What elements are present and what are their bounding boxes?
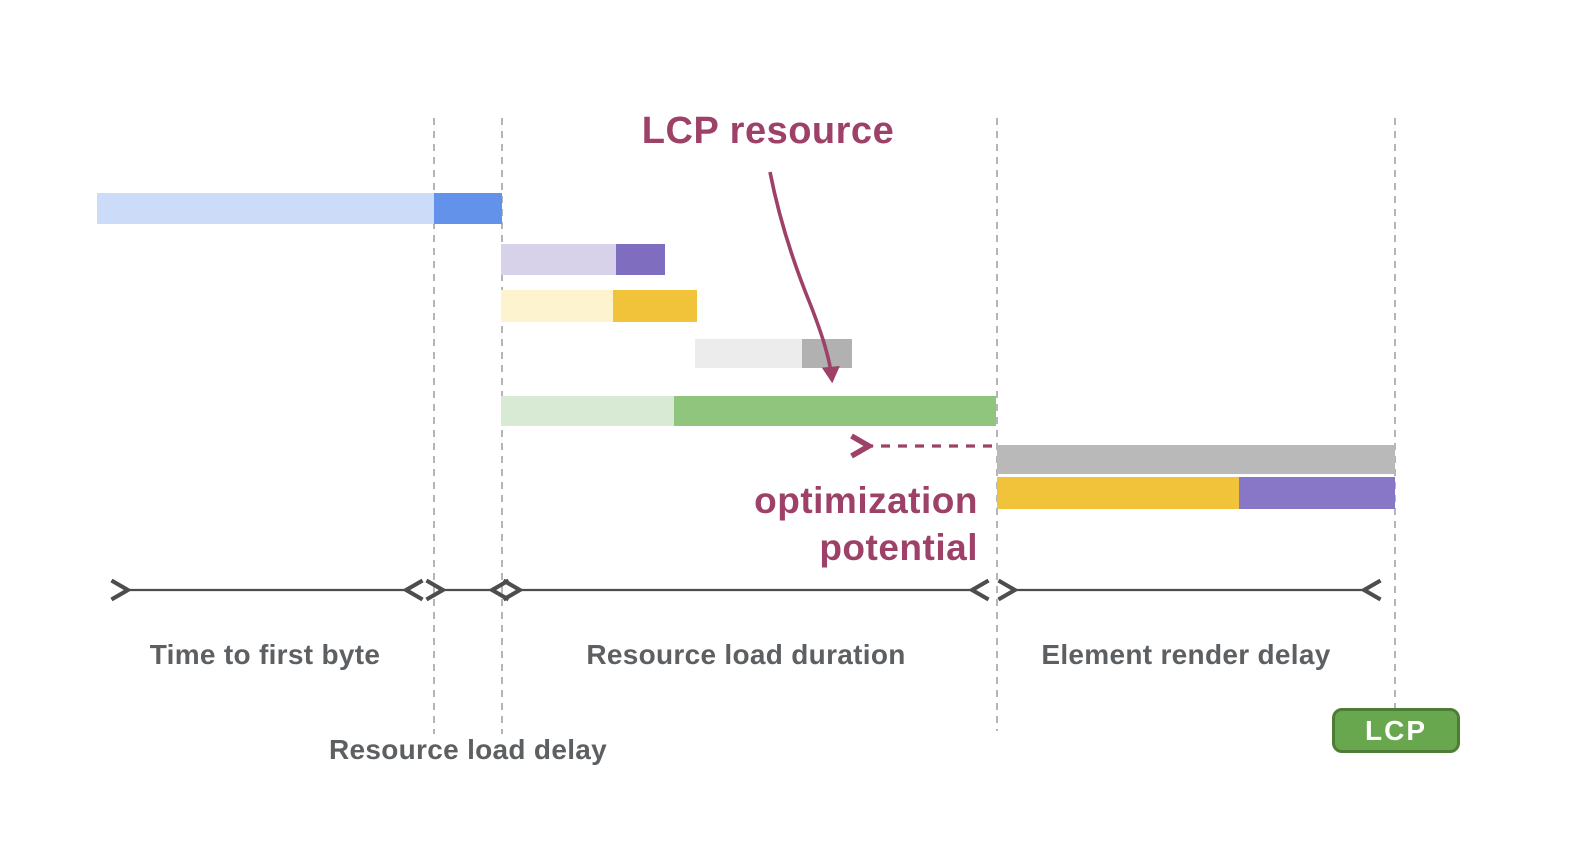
document-request-segment-ttfb-light: [97, 193, 434, 224]
render-track-segment-render-gray: [997, 445, 1395, 474]
resource-purple-segment-purple-dark: [616, 244, 665, 275]
resource-gray-segment-gray-dark: [802, 339, 852, 368]
document-request-segment-ttfb-dark: [434, 193, 502, 224]
resource-purple-segment-purple-light: [501, 244, 616, 275]
guide-line-lcp: [1394, 118, 1396, 710]
render-work-segment-paint-yellow: [997, 477, 1239, 509]
render-work-bar: [997, 477, 1395, 509]
resource-gray-segment-gray-light: [695, 339, 802, 368]
element-render-delay-label: Element render delay: [1041, 639, 1331, 670]
resource-yellow-segment-yellow-light: [501, 290, 613, 322]
document-request-bar: [97, 193, 502, 224]
guide-line-ttfb-end: [433, 118, 435, 734]
optimization-potential-line2: potential: [819, 527, 978, 568]
guide-line-load-start: [501, 118, 503, 734]
render-track-bar: [997, 445, 1395, 474]
resource-load-duration-label: Resource load duration: [586, 639, 906, 670]
lcp-resource-annotation: LCP resource: [641, 110, 895, 152]
lcp-badge-label: LCP: [1365, 714, 1427, 746]
resource-purple-bar: [501, 244, 665, 275]
lcp-resource-bar: [501, 396, 996, 426]
resource-load-delay-label: Resource load delay: [328, 734, 608, 765]
optimization-potential-line1: optimization: [754, 480, 978, 521]
time-to-first-byte-label: Time to first byte: [149, 639, 381, 670]
resource-gray-bar: [695, 339, 852, 368]
optimization-potential-annotation: optimization potential: [600, 477, 978, 571]
lcp-resource-segment-green-light: [501, 396, 674, 426]
resource-yellow-bar: [501, 290, 697, 322]
lcp-resource-segment-green-dark: [674, 396, 996, 426]
render-work-segment-paint-purple: [1239, 477, 1395, 509]
resource-yellow-segment-yellow-dark: [613, 290, 697, 322]
guide-line-load-end: [996, 118, 998, 731]
lcp-badge: LCP: [1332, 708, 1460, 753]
